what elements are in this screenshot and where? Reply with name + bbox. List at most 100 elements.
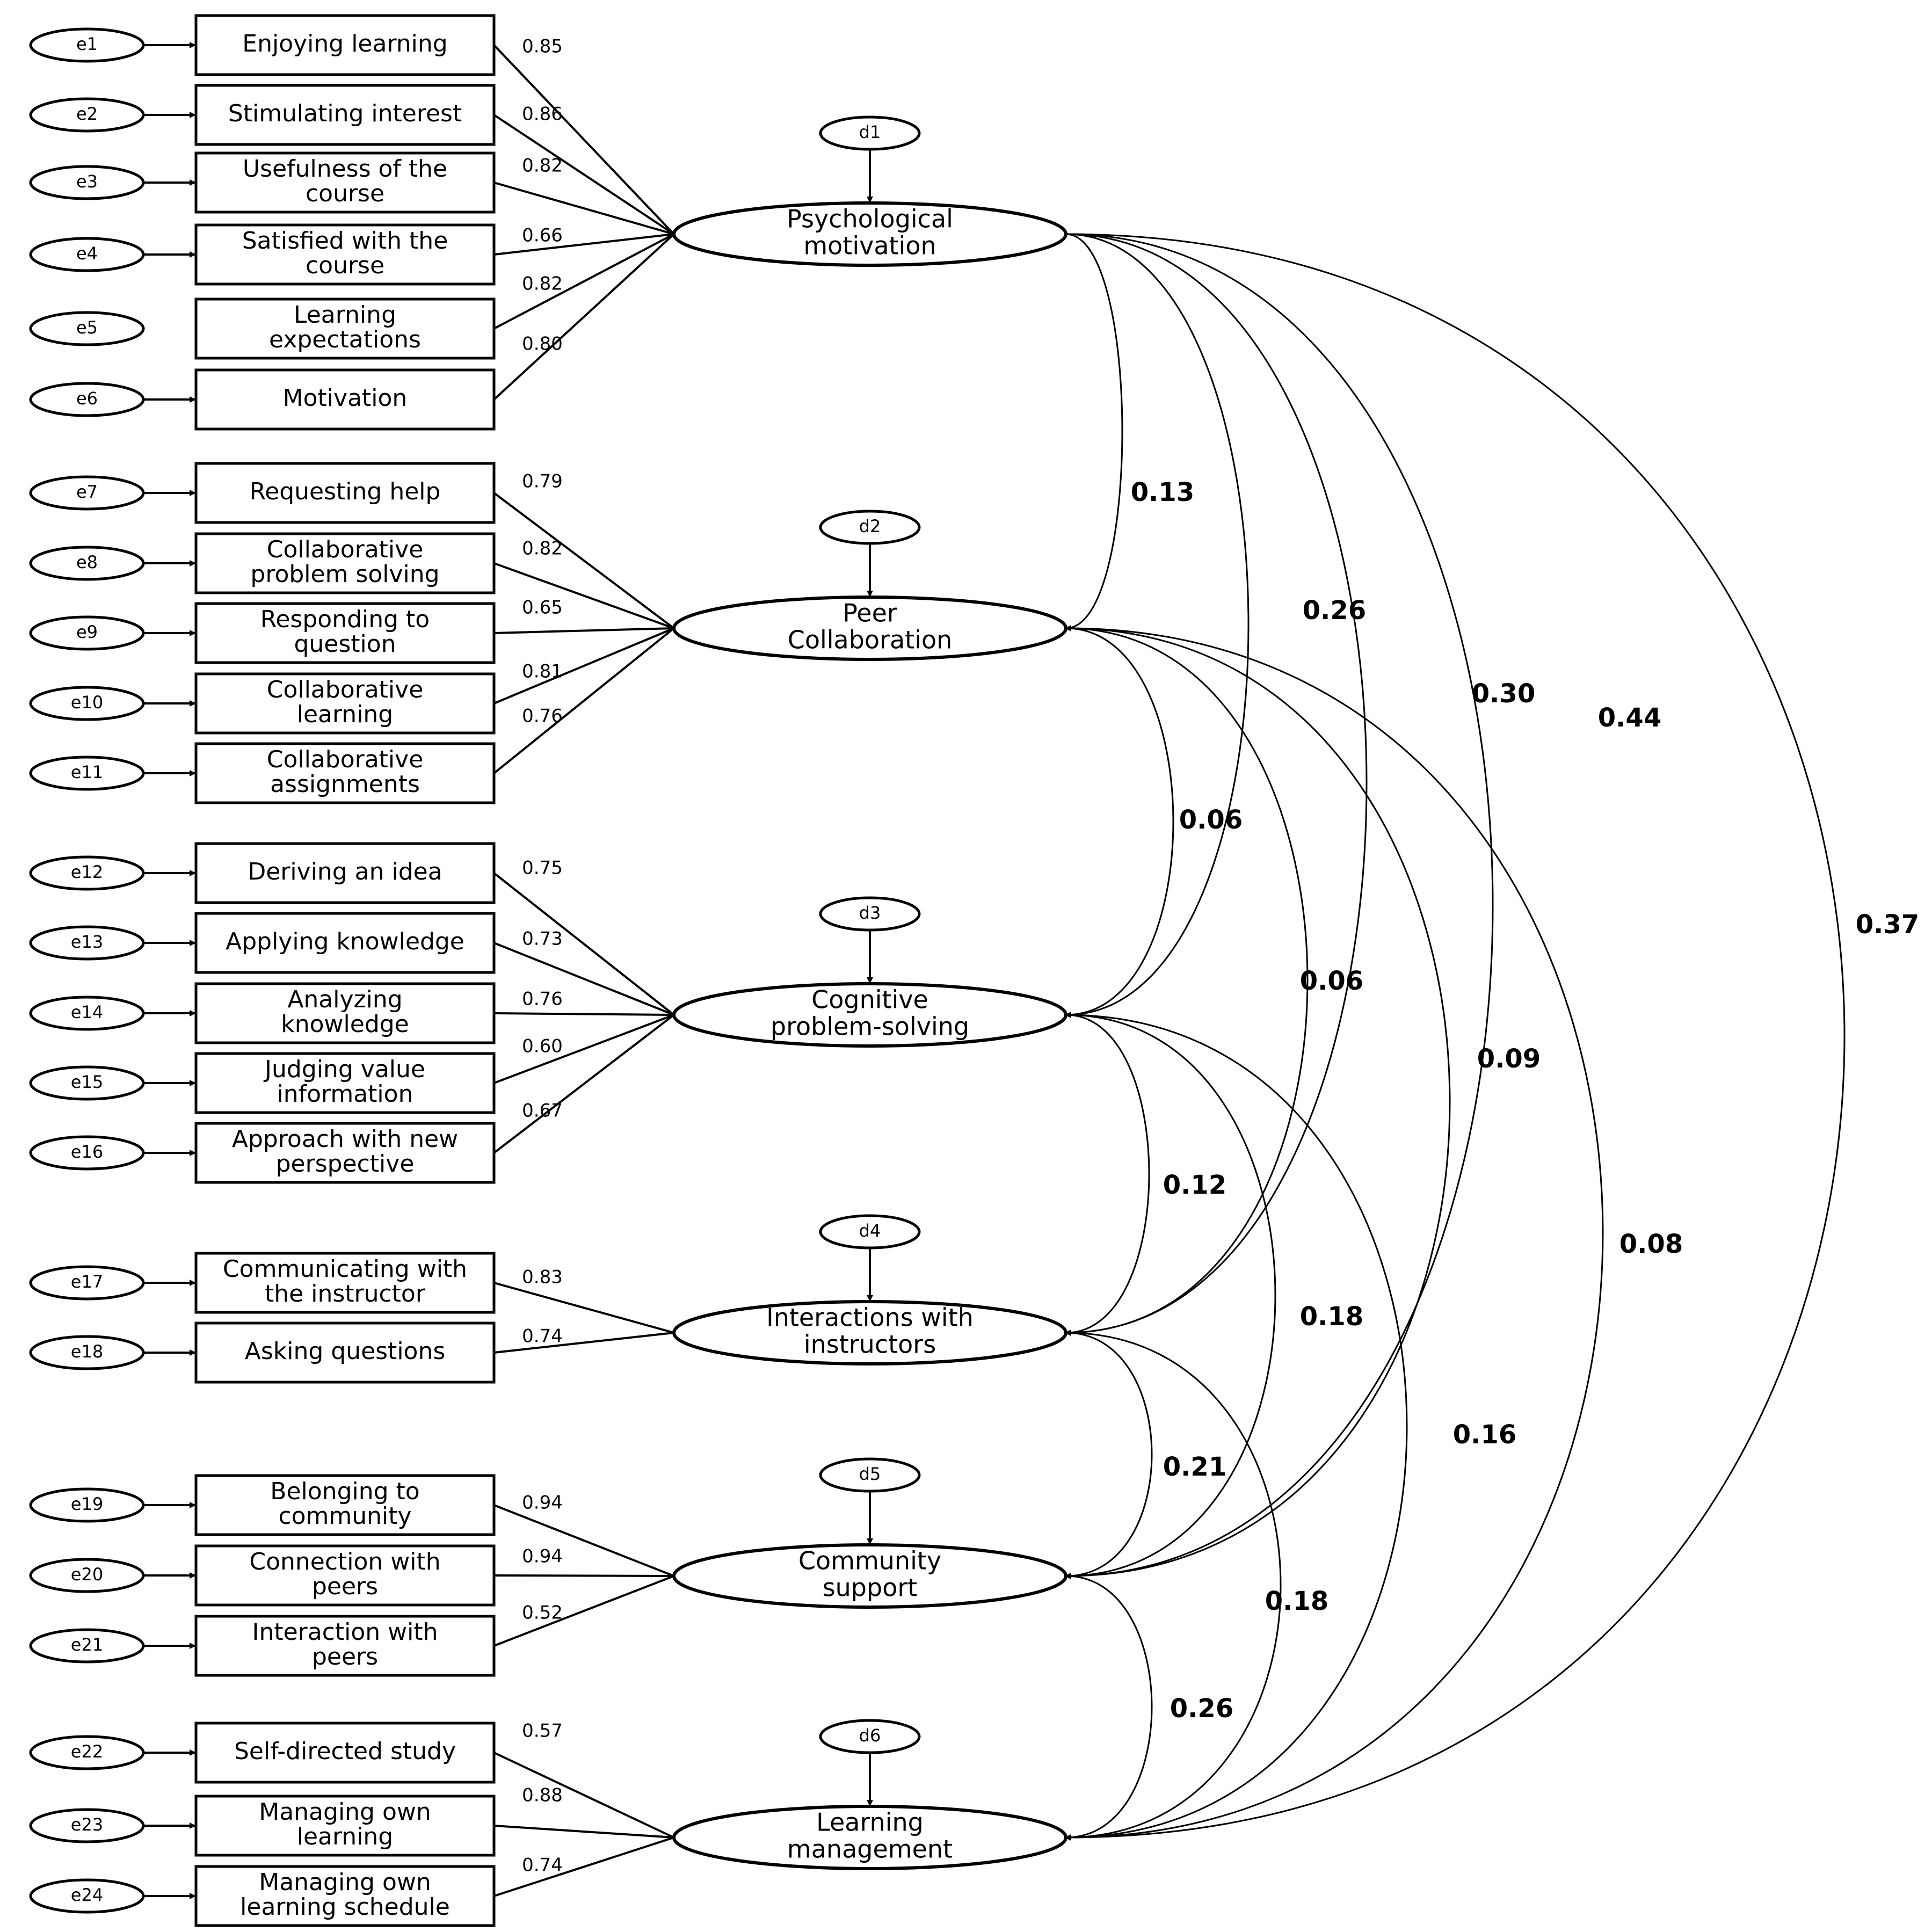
error-term-label: e11	[71, 762, 103, 782]
correlation-arc	[1060, 230, 1250, 1018]
indicator-label-line: Stimulating interest	[228, 100, 462, 127]
indicator-label-line: Interaction with	[252, 1618, 438, 1646]
error-term-label: e24	[71, 1885, 103, 1905]
indicator-label-line: Satisfied with the	[242, 227, 448, 255]
indicator-box	[194, 84, 496, 146]
error-term-label: e3	[76, 171, 98, 192]
latent-factor-label-line: Learning	[816, 1808, 924, 1837]
error-term-label: e19	[71, 1494, 103, 1514]
latent-factor-label-line: Cognitive	[811, 985, 928, 1014]
latent-factor-label-line: instructors	[804, 1330, 936, 1359]
indicator-label: Stimulating interest	[228, 100, 462, 127]
indicator-label-line: Collaborative	[267, 746, 424, 773]
loading-path	[493, 233, 674, 256]
indicator-label-line: peers	[312, 1643, 378, 1670]
indicator-label-line: Usefulness of the	[243, 155, 447, 183]
loading-label: 0.75	[522, 858, 563, 879]
indicator-box	[194, 1722, 496, 1784]
indicator-label-line: peers	[312, 1573, 378, 1600]
indicator-box	[194, 912, 496, 974]
indicator-label-line: assignments	[270, 771, 420, 798]
correlation-label: 0.30	[1472, 679, 1535, 709]
latent-factor-ellipse	[672, 595, 1067, 661]
loading-label: 0.94	[522, 1546, 563, 1567]
indicator-label-line: Applying knowledge	[226, 928, 464, 955]
loading-path	[493, 233, 674, 330]
disturbance-label: d2	[859, 516, 881, 536]
loading-label: 0.73	[522, 928, 563, 950]
correlation-arc	[1060, 624, 1174, 1018]
indicator-label-line: question	[294, 630, 396, 658]
correlation-arc	[1060, 1011, 1276, 1579]
loading-path	[493, 562, 674, 629]
loading-path	[493, 872, 675, 1016]
indicator-label-line: course	[306, 252, 384, 279]
loading-label: 0.67	[522, 1100, 563, 1122]
latent-factor-label-line: problem-solving	[771, 1012, 969, 1041]
loading-path	[493, 1332, 674, 1354]
loading-path	[493, 627, 674, 634]
indicator-label-line: Managing own	[259, 1869, 431, 1896]
indicator-label-line: Responding to	[260, 606, 430, 633]
correlation-arc	[1060, 230, 1494, 1579]
loading-path	[493, 1575, 674, 1647]
latent-factor-ellipse	[672, 1805, 1067, 1870]
latent-factor-label-line: Community	[798, 1546, 941, 1575]
error-term-label: e1	[76, 34, 98, 54]
loading-path	[493, 1014, 674, 1084]
error-term-label: e23	[71, 1814, 103, 1835]
indicator-label-line: Connection with	[249, 1548, 440, 1575]
latent-factor-ellipse	[672, 1300, 1067, 1366]
loading-label: 0.76	[522, 989, 563, 1010]
indicator-label: Requesting help	[250, 478, 441, 505]
correlation-label: 0.26	[1303, 595, 1366, 626]
indicator-label-line: expectations	[269, 326, 421, 353]
indicator-label: Self-directed study	[234, 1738, 456, 1765]
loading-label: 0.57	[522, 1720, 563, 1742]
loading-path	[493, 492, 675, 629]
error-term-label: e8	[76, 552, 98, 572]
loading-label: 0.52	[522, 1602, 563, 1624]
loading-label: 0.82	[522, 155, 563, 177]
indicator-label-line: Enjoying learning	[242, 30, 447, 57]
indicator-box	[194, 223, 496, 286]
error-term-label: e16	[71, 1142, 103, 1162]
indicator-label-line: Analyzing	[287, 986, 402, 1013]
latent-factor-label-line: Peer	[842, 599, 897, 628]
latent-factor-ellipse	[672, 982, 1067, 1048]
error-term-ellipse	[29, 311, 145, 346]
loading-path	[493, 233, 675, 401]
loading-path	[493, 1836, 674, 1897]
disturbance-label: d4	[859, 1221, 881, 1241]
loading-path	[493, 1504, 674, 1577]
error-term-label: e13	[71, 932, 103, 952]
error-term-label: e2	[76, 104, 98, 124]
indicator-label-line: learning	[297, 701, 394, 728]
indicator-label-line: Managing own	[259, 1798, 431, 1826]
loading-label: 0.88	[522, 1785, 563, 1806]
error-term-label: e7	[76, 482, 98, 502]
indicator-label-line: course	[306, 180, 384, 207]
loading-layer: 0.850.860.820.660.820.800.790.820.650.81…	[493, 36, 675, 1897]
indicator-box	[194, 1122, 496, 1184]
correlation-arc	[1060, 1011, 1150, 1336]
indicator-box	[194, 462, 496, 524]
indicator-label-line: Communicating with	[223, 1255, 467, 1283]
error-term-label: e9	[76, 622, 98, 642]
correlation-label: 0.26	[1170, 1694, 1233, 1724]
loading-path	[493, 1014, 675, 1154]
indicator-label-line: Approach with new	[232, 1125, 458, 1153]
indicator-box	[194, 742, 496, 804]
indicator-label-line: Judging value	[263, 1056, 425, 1083]
